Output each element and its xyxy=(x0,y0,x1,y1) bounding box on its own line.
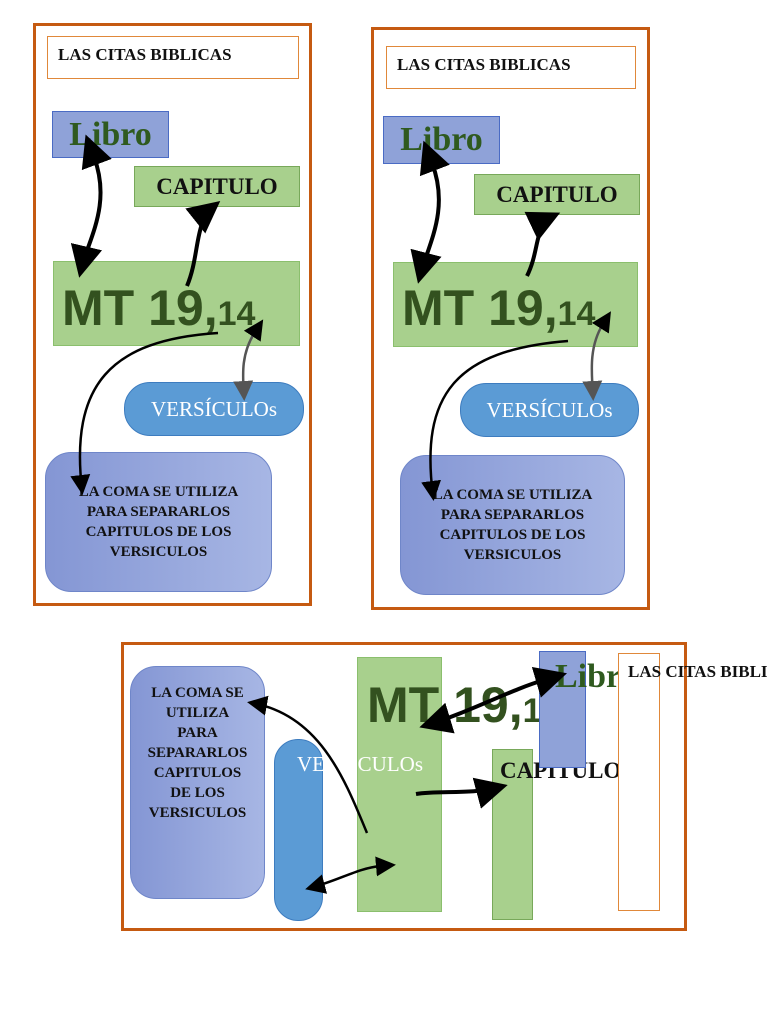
coma-note-box: LA COMA SE UTILIZA PARA SEPARARLOS CAPIT… xyxy=(400,455,625,595)
versiculos-box: VERSÍCULOs xyxy=(124,382,304,436)
arrow-coma-note xyxy=(70,331,219,495)
title-label: LAS CITAS BIBLICAS xyxy=(628,662,768,681)
arrow-libro-mt xyxy=(410,140,450,284)
title-box: LAS CITAS BIBLICAS xyxy=(386,46,636,89)
capitulo-box: CAPITULO xyxy=(134,166,300,207)
versiculos-label: VERSÍCULOs xyxy=(297,752,424,776)
arrow-mt-capitulo xyxy=(185,200,221,287)
arrow-verse-versiculos xyxy=(582,311,611,401)
arrow-libro-mt xyxy=(419,666,568,734)
arrow-verse-versiculos xyxy=(305,856,396,894)
arrow-coma-note xyxy=(247,695,369,834)
title-box xyxy=(618,653,660,911)
arrow-mt-capitulo xyxy=(415,777,508,809)
coma-note-box: LA COMA SE UTILIZA PARA SEPARARLOS CAPIT… xyxy=(130,666,265,899)
citation-chapter: MT 19, xyxy=(402,280,558,336)
arrow-verse-versiculos xyxy=(233,319,264,401)
arrow-coma-note xyxy=(421,339,569,501)
versiculos-box: VERSÍCULOs xyxy=(460,383,639,437)
arrow-libro-mt xyxy=(70,134,112,278)
capitulo-box xyxy=(492,749,533,920)
citation-chapter: MT 19, xyxy=(62,280,218,336)
capitulo-box: CAPITULO xyxy=(474,174,640,215)
arrow-mt-capitulo xyxy=(524,211,561,277)
citation-text: MT 19,14 xyxy=(62,283,255,333)
title-box: LAS CITAS BIBLICAS xyxy=(47,36,299,79)
